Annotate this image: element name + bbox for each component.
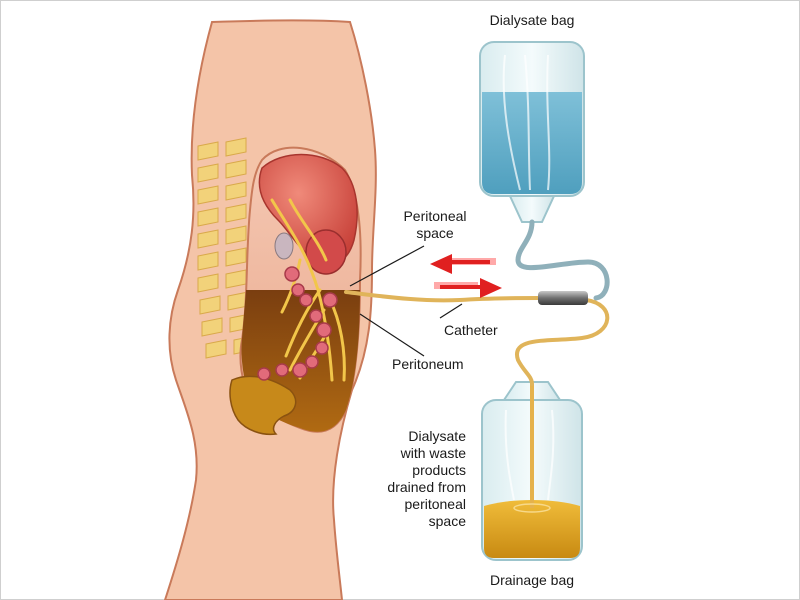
dialysate-bag — [479, 41, 585, 223]
peritoneal-space-label: Peritoneal space — [390, 208, 480, 242]
drained-label-line4: drained from — [387, 479, 466, 495]
drainage-bag — [481, 381, 583, 561]
dialysate-bag-label: Dialysate bag — [489, 12, 575, 28]
drained-label-line5: peritoneal — [404, 496, 467, 512]
drained-label-line6: space — [428, 513, 466, 529]
peritoneum-leader — [359, 313, 425, 357]
catheter-label: Catheter — [444, 322, 498, 338]
pelvic-fluid — [229, 375, 297, 436]
catheter-leader — [439, 303, 463, 319]
tube-connector — [538, 291, 588, 305]
flow-arrows — [430, 254, 502, 298]
drainage-tube — [515, 298, 610, 386]
intestine-loops — [257, 266, 338, 381]
peritoneum-label: Peritoneum — [392, 356, 464, 372]
peritoneal-space-label-line2: space — [416, 225, 454, 241]
dialysate-tube — [515, 219, 610, 301]
drained-label-line1: Dialysate — [408, 428, 466, 444]
drained-dialysate-label: Dialysate with waste products drained fr… — [370, 428, 466, 530]
catheter-tube — [344, 290, 542, 303]
small-organ — [274, 232, 294, 260]
leader-lines — [349, 245, 463, 357]
drainage-bag-label: Drainage bag — [489, 572, 575, 588]
peritoneal-space-leader — [349, 245, 425, 287]
drained-label-line3: products — [412, 462, 466, 478]
drained-label-line2: with waste — [400, 445, 466, 461]
spine — [197, 137, 255, 359]
peritoneal-space-label-line1: Peritoneal — [403, 208, 467, 224]
